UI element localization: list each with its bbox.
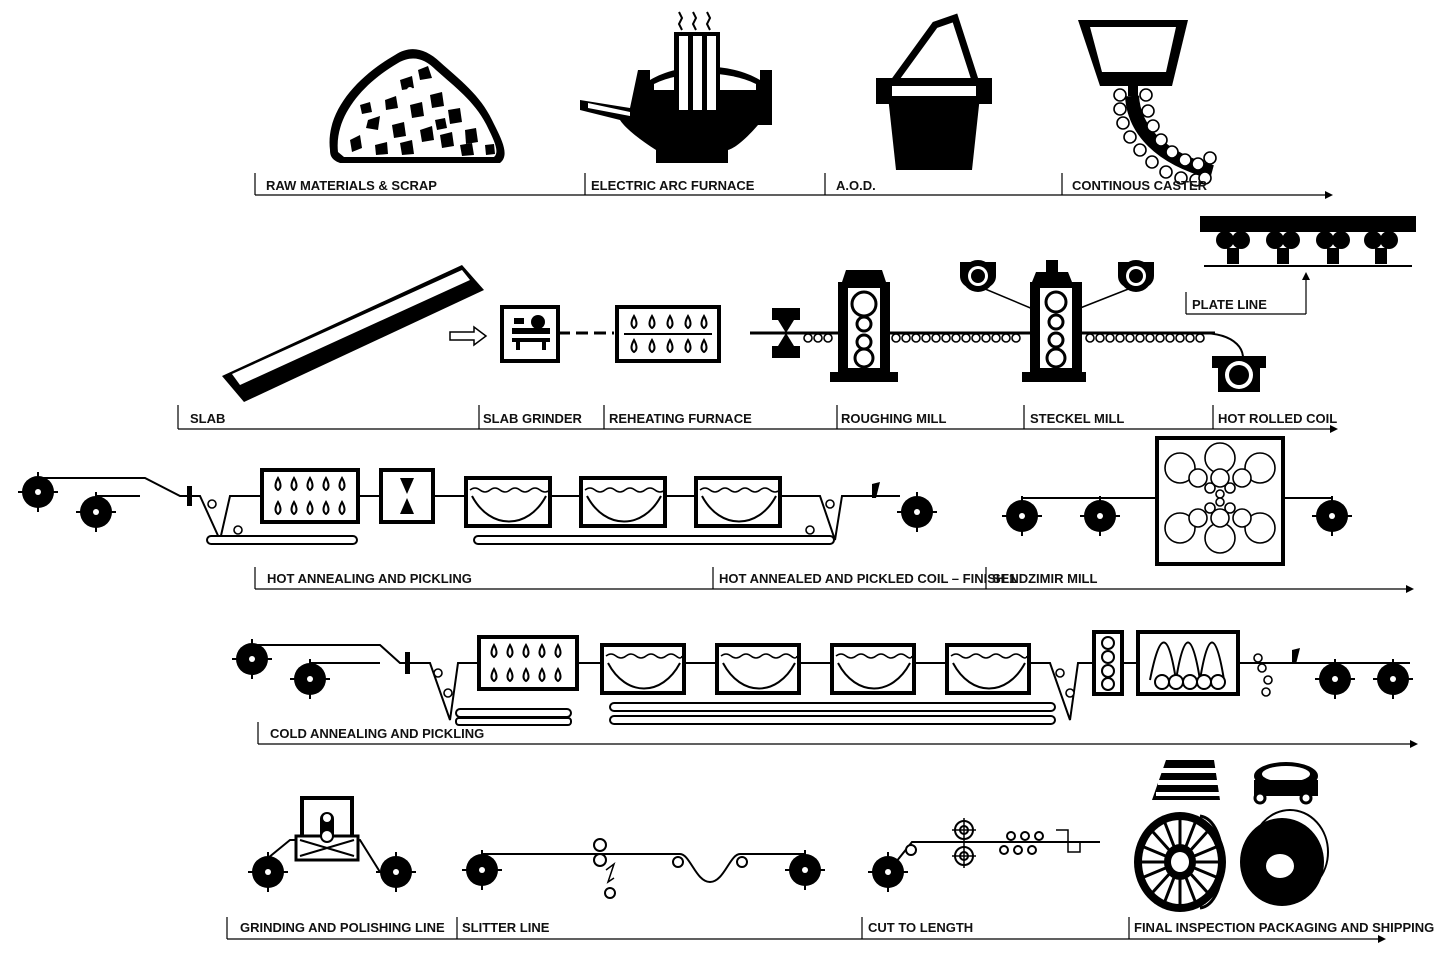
stage-label-raw-materials: RAW MATERIALS & SCRAP [266, 178, 437, 193]
stage-label-cold-annealing-pickling: COLD ANNEALING AND PICKLING [270, 726, 484, 741]
arrow-right-icon [449, 325, 488, 347]
slab-grinder-icon [500, 305, 560, 363]
stage-label-hot-annealed-coil: HOT ANNEALED AND PICKLED COIL – FINISH 1 [719, 571, 1016, 586]
continuous-caster-icon [1078, 20, 1217, 187]
stage-label-final-inspection: FINAL INSPECTION PACKAGING AND SHIPPING [1134, 920, 1434, 935]
reheating-furnace-icon [615, 305, 721, 363]
row2-timeline [177, 405, 1338, 433]
grinding-polishing-line-icon [248, 796, 416, 892]
aod-ladle-icon [876, 13, 992, 170]
scrap-pile-icon [329, 49, 505, 164]
stage-label-steckel-mill: STECKEL MILL [1030, 411, 1124, 426]
payoff-coil-icon [18, 472, 116, 532]
row5-timeline [226, 917, 1386, 943]
stage-label-reheating-furnace: REHEATING FURNACE [609, 411, 752, 426]
stage-label-grinding-polishing: GRINDING AND POLISHING LINE [240, 920, 445, 935]
steckel-mill-icon [960, 260, 1154, 382]
electric-arc-furnace-icon [580, 11, 772, 163]
stage-label-hot-rolled-coil: HOT ROLLED COIL [1218, 411, 1337, 426]
hot-annealing-pickling-line-icon [18, 468, 937, 545]
stage-label-electric-arc-furnace: ELECTRIC ARC FURNACE [591, 178, 755, 193]
cold-annealing-pickling-line-icon [232, 630, 1413, 726]
sendzimir-mill-icon [1002, 436, 1352, 566]
roughing-mill-stand-icon [830, 270, 898, 382]
stage-label-slab: SLAB [190, 411, 225, 426]
stage-label-cut-to-length: CUT TO LENGTH [868, 920, 973, 935]
stage-label-slab-grinder: SLAB GRINDER [483, 411, 583, 426]
roller-table-icon [803, 333, 1205, 343]
descaler-icon [772, 308, 800, 358]
row3-timeline [254, 567, 1414, 593]
branch-label-plate-line: PLATE LINE [1192, 297, 1267, 312]
cut-to-length-icon [868, 818, 1100, 892]
row1-timeline [254, 173, 1333, 199]
row4-timeline [257, 722, 1418, 748]
stage-label-sendzimir-mill: SENDZIMIR MILL [992, 571, 1097, 586]
stage-label-hot-annealing-pickling: HOT ANNEALING AND PICKLING [267, 571, 472, 586]
stage-label-slitter-line: SLITTER LINE [462, 920, 550, 935]
payoff-coil-icon [232, 639, 330, 699]
stage-label-aod: A.O.D. [836, 178, 876, 193]
plate-line-icon [1185, 216, 1416, 315]
stage-label-roughing-mill: ROUGHING MILL [841, 411, 946, 426]
slitter-line-icon [462, 838, 825, 899]
packaging-shipping-icon [1134, 760, 1329, 912]
hot-rolled-coil-icon [1199, 332, 1266, 392]
stage-label-continuous-caster: CONTINOUS CASTER [1072, 178, 1208, 193]
slab-icon [222, 265, 484, 402]
